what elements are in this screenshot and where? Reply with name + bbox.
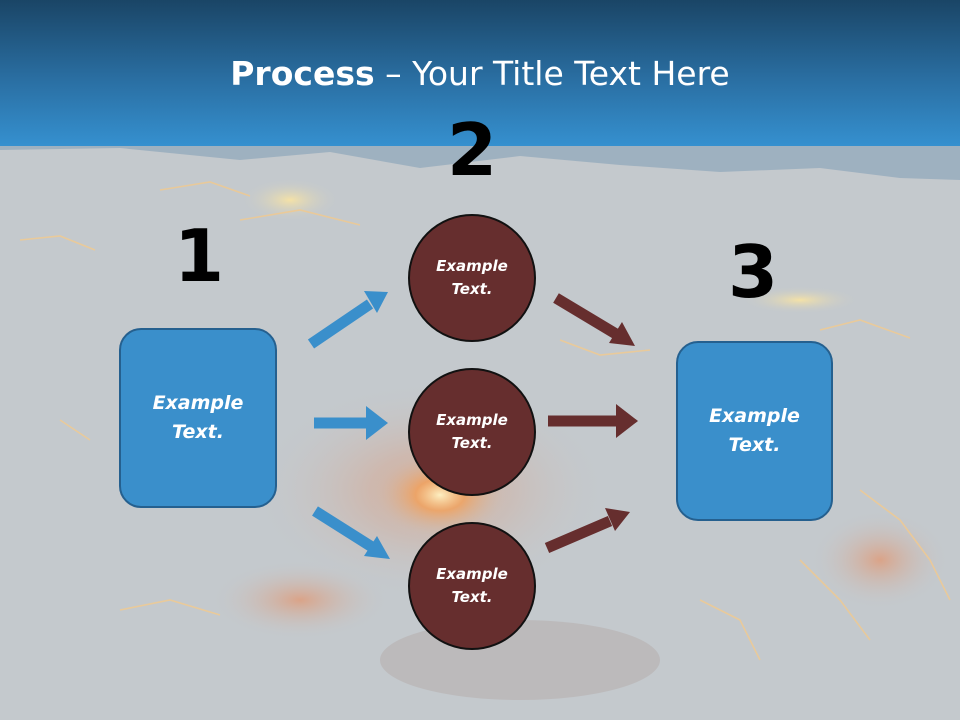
circle-bottom-text: Example Text. <box>436 563 508 609</box>
blue-arrow-up <box>307 291 388 349</box>
circle-middle-line-1: Example <box>436 411 508 429</box>
right-box-line-1: Example <box>709 405 800 427</box>
circle-middle-line-2: Text. <box>451 434 493 452</box>
title-bar <box>0 0 960 146</box>
right-box-text: Example Text. <box>709 402 800 460</box>
title-bold: Process <box>230 54 375 93</box>
blue-arrow-middle <box>314 406 388 440</box>
circle-bottom-line-1: Example <box>436 565 508 583</box>
step-number-1: 1 <box>173 214 225 298</box>
brown-arrow-up <box>544 508 630 554</box>
circle-middle[interactable]: Example Text. <box>408 368 536 496</box>
left-box-line-2: Text. <box>172 421 224 443</box>
left-box-line-1: Example <box>152 392 244 414</box>
right-text-box[interactable]: Example Text. <box>676 341 833 521</box>
step-number-3: 3 <box>727 230 779 314</box>
right-box-line-2: Text. <box>728 434 781 456</box>
blue-arrow-down <box>312 506 390 559</box>
circle-top-line-2: Text. <box>451 280 493 298</box>
slide-title[interactable]: Process – Your Title Text Here <box>0 52 960 96</box>
circle-bottom-line-2: Text. <box>451 588 493 606</box>
circle-top[interactable]: Example Text. <box>408 214 536 342</box>
circle-top-text: Example Text. <box>436 255 508 301</box>
brown-arrow-middle <box>548 404 638 438</box>
title-rest: – Your Title Text Here <box>374 54 730 93</box>
circle-middle-text: Example Text. <box>436 409 508 455</box>
circle-top-line-1: Example <box>436 257 508 275</box>
left-box-text: Example Text. <box>153 389 244 447</box>
step-number-2: 2 <box>446 108 498 192</box>
circle-bottom[interactable]: Example Text. <box>408 522 536 650</box>
brown-arrow-down <box>553 293 635 346</box>
left-text-box[interactable]: Example Text. <box>119 328 277 508</box>
